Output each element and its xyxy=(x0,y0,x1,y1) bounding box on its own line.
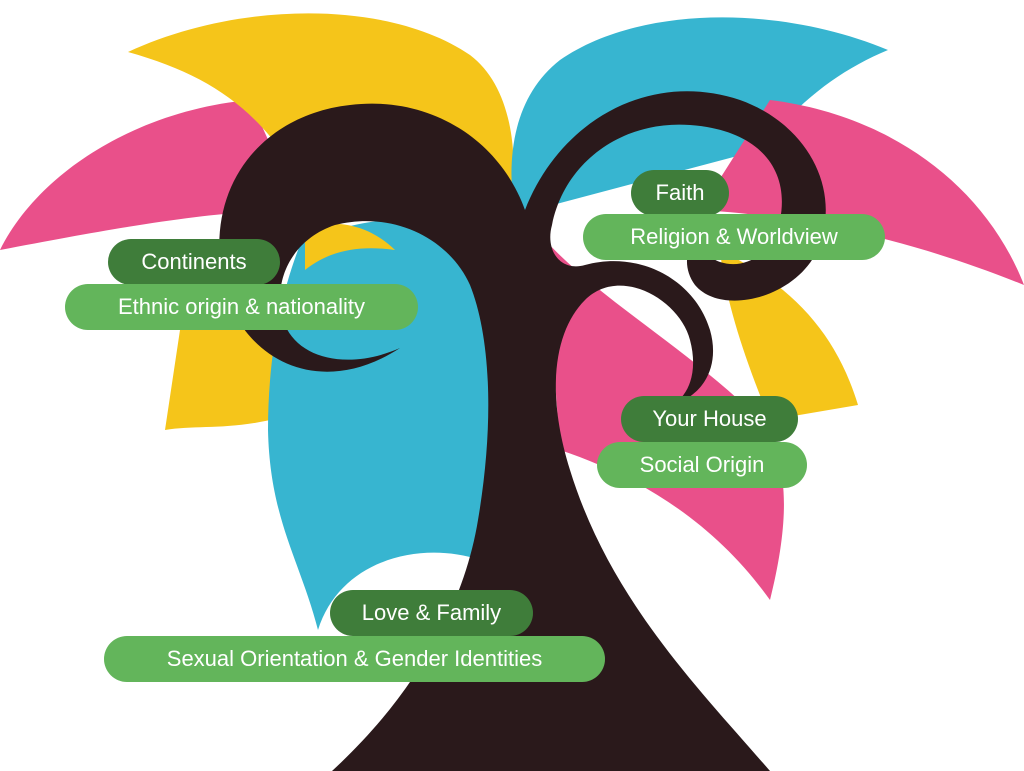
ethnic-origin-label: Ethnic origin & nationality xyxy=(65,284,418,330)
leaf-yellow-inner xyxy=(305,223,395,270)
social-origin-label: Social Origin xyxy=(597,442,807,488)
continents-label: Continents xyxy=(108,239,280,285)
leaf-cyan-left xyxy=(268,219,500,630)
love-family-label: Love & Family xyxy=(330,590,533,636)
sexual-orientation-label: Sexual Orientation & Gender Identities xyxy=(104,636,605,682)
faith-label: Faith xyxy=(631,170,729,216)
religion-worldview-label: Religion & Worldview xyxy=(583,214,885,260)
trunk xyxy=(219,91,826,771)
your-house-label: Your House xyxy=(621,396,798,442)
